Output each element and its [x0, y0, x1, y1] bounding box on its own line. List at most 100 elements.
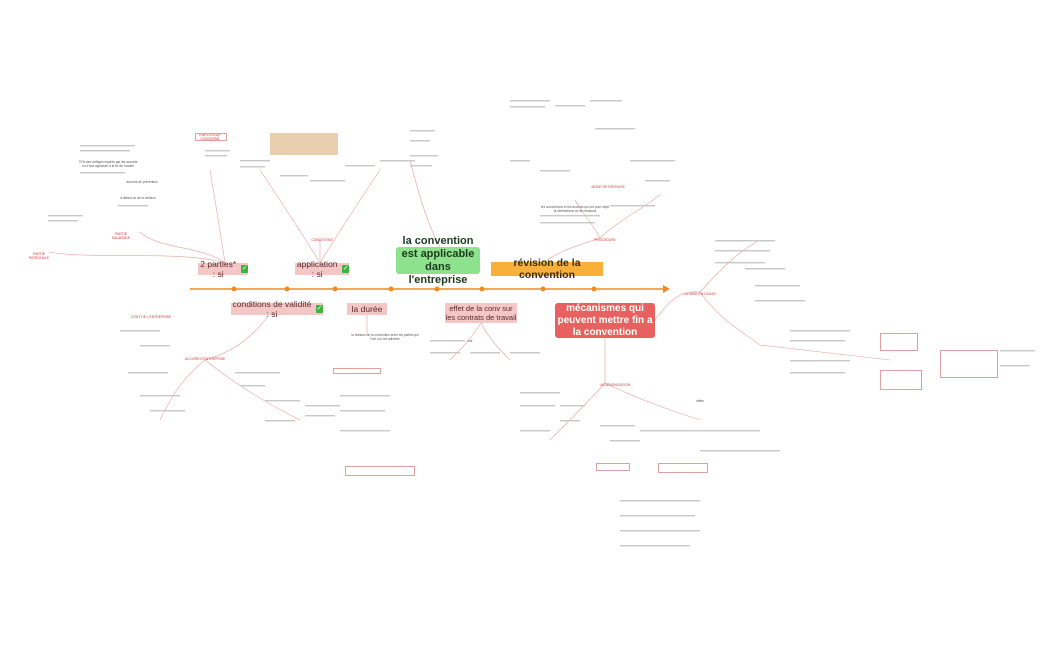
timeline-dot — [388, 286, 394, 292]
note-beige — [270, 133, 338, 155]
micro-text — [410, 130, 435, 132]
branch-curve — [409, 159, 441, 248]
micro-text — [80, 150, 130, 152]
procedure-label: PROCÉDURE — [594, 238, 616, 242]
revision-label: révision de la convention — [513, 257, 581, 281]
micro-text — [520, 430, 550, 432]
branch-curve — [47, 251, 226, 264]
note-box-6 — [345, 466, 415, 476]
branch-curve — [480, 322, 511, 361]
application-node[interactable]: application : si ✓ — [295, 259, 349, 279]
duree-node[interactable]: la durée — [347, 303, 387, 315]
micro-text — [510, 100, 550, 102]
denonciation-label: LA DÉNONCIATION — [599, 383, 631, 387]
timeline — [190, 285, 670, 293]
timeline-dot — [591, 286, 597, 292]
timeline-dot — [434, 286, 440, 292]
micro-text — [410, 155, 438, 157]
branch-curve — [209, 169, 226, 264]
micro-text — [340, 395, 390, 397]
effet-text: la révision de la convention entre les p… — [351, 333, 419, 341]
conventions-text: les conventions et les accords qui ont p… — [540, 205, 610, 213]
micro-text — [510, 160, 530, 162]
voir-text: voir — [467, 339, 473, 343]
conditions-node[interactable]: conditions de validité : si ✓ — [231, 299, 323, 319]
micro-text — [240, 160, 270, 162]
micro-text — [140, 345, 170, 347]
effets-label-text: effets — [696, 399, 704, 403]
micro-text — [140, 395, 180, 397]
micro-text — [600, 425, 635, 427]
branch-curve — [699, 291, 761, 346]
micro-text — [305, 405, 340, 407]
micro-text — [510, 352, 540, 354]
conditions-upper-label: CONDITIONS — [311, 238, 333, 242]
micro-text — [240, 385, 265, 387]
branch-curve — [604, 382, 701, 421]
note-box-7 — [596, 463, 630, 471]
micro-text — [720, 430, 760, 432]
micro-text — [205, 155, 227, 157]
branch-curve — [319, 169, 381, 264]
micro-text — [410, 165, 432, 167]
branch-curve — [699, 239, 761, 293]
note-box-4 — [940, 350, 998, 378]
micro-text — [560, 405, 585, 407]
micro-text — [430, 352, 460, 354]
micro-text — [520, 392, 560, 394]
micro-text — [620, 500, 700, 502]
micro-text — [755, 285, 800, 287]
micro-text — [595, 128, 635, 130]
micro-text — [790, 330, 850, 332]
timeline-dot — [231, 286, 237, 292]
branch-curve — [759, 344, 891, 361]
micro-text — [240, 166, 265, 168]
micro-text — [430, 340, 465, 342]
micro-text — [265, 400, 300, 402]
a-defaut-text: à défaut ou de la revision — [120, 196, 156, 200]
check-icon: ✓ — [241, 265, 248, 273]
parties-text: 70% des collèges expirés par les accords… — [78, 160, 138, 168]
micro-text — [630, 160, 675, 162]
micro-text — [48, 215, 83, 217]
micro-text — [1000, 350, 1035, 352]
micro-text — [235, 372, 280, 374]
note-box-1 — [195, 133, 227, 141]
mecanismes-node[interactable]: mécanismes qui peuvent mettre fin a la c… — [555, 303, 655, 338]
micro-text — [620, 545, 690, 547]
employeur-label: EMPLOYEUR CONCERNÉ — [199, 133, 221, 141]
micro-text — [715, 250, 770, 252]
timeline-dot — [540, 286, 546, 292]
micro-text — [540, 215, 600, 217]
micro-text — [310, 180, 345, 182]
micro-text — [205, 150, 230, 152]
timeline-dot — [284, 286, 290, 292]
check-icon: ✓ — [315, 305, 323, 313]
micro-text — [610, 440, 640, 442]
parties-node[interactable]: 2 parties* : si ✓ — [198, 259, 248, 279]
micro-text — [340, 410, 385, 412]
micro-text — [305, 415, 335, 417]
micro-text — [620, 515, 695, 517]
micro-text — [1000, 365, 1030, 367]
timeline-arrow — [663, 285, 670, 293]
main-title-node[interactable]: la convention est applicable dans l'entr… — [396, 235, 480, 286]
note-box-3 — [880, 370, 922, 390]
micro-text — [80, 172, 125, 174]
accords-text: accords de prévention — [126, 180, 158, 184]
timeline-dot — [332, 286, 338, 292]
branch-curve — [599, 194, 661, 239]
micro-text — [645, 180, 670, 182]
accord-label: ACCORD D'ENTREPRISE — [184, 357, 226, 361]
micro-text — [150, 410, 185, 412]
micro-text — [520, 405, 555, 407]
micro-text — [265, 420, 295, 422]
micro-text — [540, 170, 570, 172]
micro-text — [700, 450, 740, 452]
effet-node[interactable]: effet de la conv sur les contrats de tra… — [445, 303, 517, 323]
mecanismes-label: mécanismes qui peuvent mettre fin a la c… — [557, 302, 653, 338]
micro-text — [510, 106, 545, 108]
revision-node[interactable]: révision de la convention — [491, 257, 603, 281]
branch-curve — [449, 322, 482, 361]
